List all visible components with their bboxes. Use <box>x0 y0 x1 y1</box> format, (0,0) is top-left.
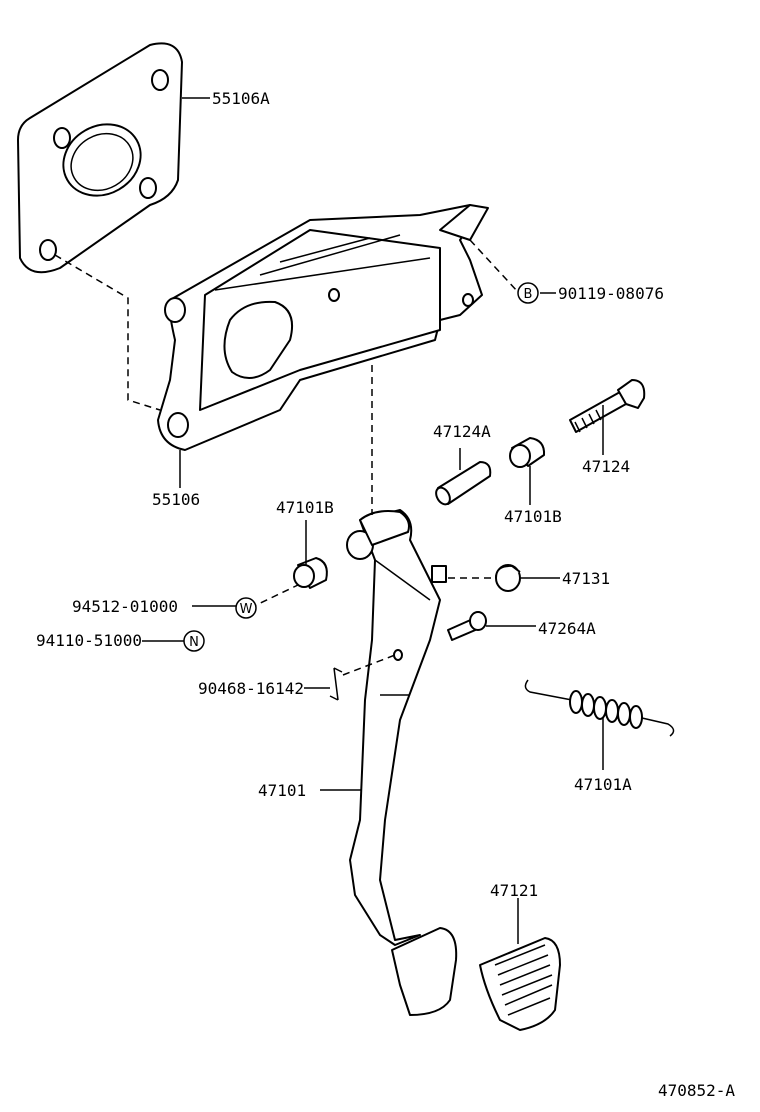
label-47101: 47101 <box>258 781 306 800</box>
label-94110-51000: 94110-51000 <box>36 631 142 650</box>
bushing-47101B-left <box>293 557 328 589</box>
label-47124: 47124 <box>582 457 630 476</box>
label-94512-01000: 94512-01000 <box>72 597 178 616</box>
leader-lines <box>142 97 604 944</box>
label-47121: 47121 <box>490 881 538 900</box>
gasket-plate-55106A <box>17 42 183 274</box>
label-90468-16142: 90468-16142 <box>198 679 304 698</box>
bushing-47101B-right <box>509 437 546 468</box>
symbol-w: W <box>235 597 257 619</box>
label-47101B-right: 47101B <box>504 507 562 526</box>
symbol-b-text: B <box>524 287 533 302</box>
bolt-47264A <box>447 611 487 641</box>
bolt-47124 <box>569 379 646 433</box>
pedal-bracket-55106 <box>157 204 489 451</box>
symbol-w-text: W <box>240 602 253 617</box>
return-spring-47101A <box>524 679 675 737</box>
clip-90468-16142 <box>329 667 343 701</box>
pedal-pad-47121 <box>479 937 561 1031</box>
label-47124A: 47124A <box>433 422 491 441</box>
sleeve-47124A <box>435 461 492 506</box>
label-47264A: 47264A <box>538 619 596 638</box>
label-47101B-left: 47101B <box>276 498 334 517</box>
label-55106: 55106 <box>152 490 200 509</box>
label-90119-08076: 90119-08076 <box>558 284 664 303</box>
pedal-arm-47101 <box>346 509 447 946</box>
symbol-b: B <box>517 282 539 304</box>
symbol-n-text: N <box>189 635 199 650</box>
assembly-dashed-lines <box>54 239 519 676</box>
symbol-n: N <box>183 630 205 652</box>
label-47101A: 47101A <box>574 775 632 794</box>
label-47131: 47131 <box>562 569 610 588</box>
diagram-id: 470852-A <box>658 1081 735 1100</box>
label-55106A: 55106A <box>212 89 270 108</box>
stopper-47131 <box>495 564 521 592</box>
pedal-pad-on-arm <box>391 927 458 1016</box>
